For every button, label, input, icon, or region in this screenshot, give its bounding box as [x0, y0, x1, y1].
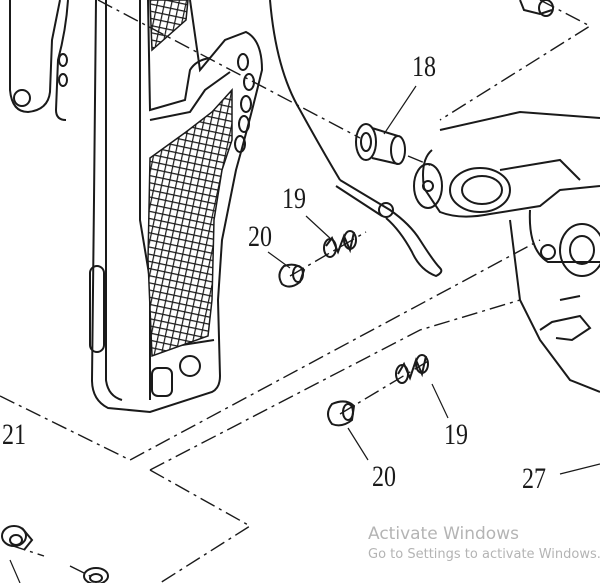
activation-watermark-subtitle: Go to Settings to activate Windows. — [368, 547, 600, 562]
spring-part-19-upper — [323, 230, 357, 258]
spring-part-19-lower — [395, 354, 429, 384]
callout-part-19-upper: 19 — [282, 182, 306, 215]
clamp-assembly-right — [413, 110, 600, 393]
leader-lines — [9, 85, 600, 583]
callout-part-27: 27 — [522, 462, 546, 495]
callout-part-19-lower: 19 — [444, 418, 468, 451]
fastener-bottom-left — [1, 525, 109, 583]
activation-watermark-title: Activate Windows — [368, 524, 519, 544]
callout-part-21: 21 — [2, 418, 26, 451]
callout-part-20-upper: 20 — [248, 220, 272, 253]
callout-part-18: 18 — [412, 50, 436, 83]
frame-mesh-lower — [147, 88, 233, 358]
callout-part-20-lower: 20 — [372, 460, 396, 493]
frame-mesh-upper — [149, 0, 189, 52]
frame-member-left — [9, 0, 264, 414]
bushing-part-18 — [355, 123, 406, 165]
bolt-top-right — [519, 0, 554, 17]
spring-clip — [269, 0, 443, 278]
